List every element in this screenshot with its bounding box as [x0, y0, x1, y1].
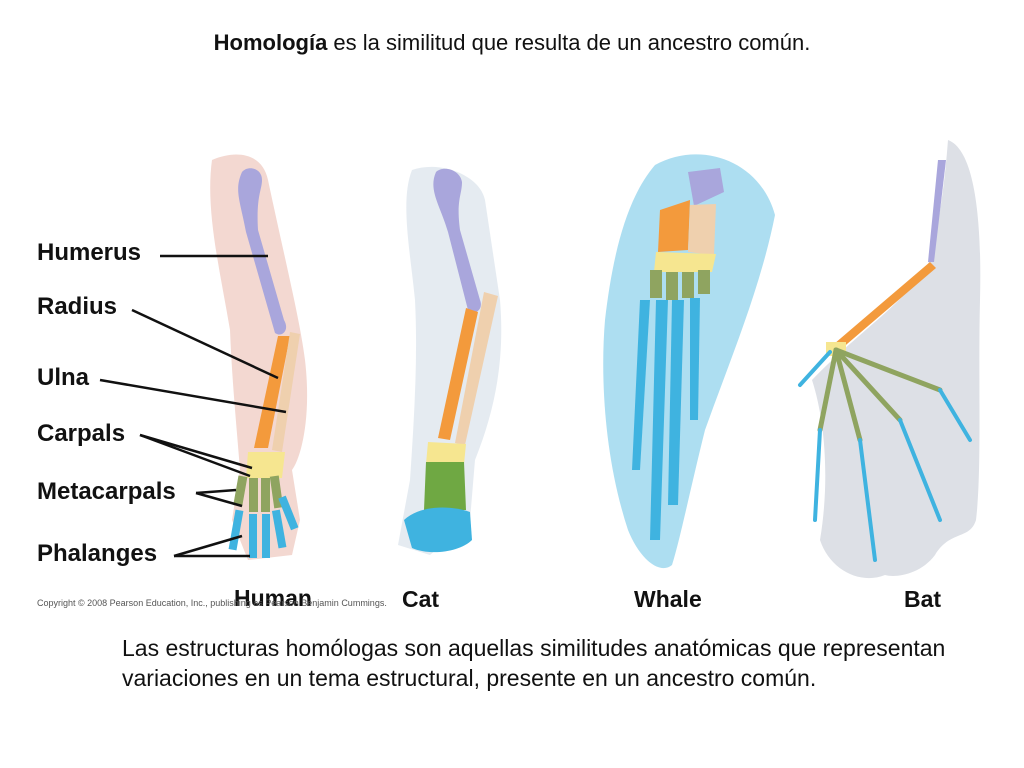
label-whale: Whale	[634, 586, 702, 612]
metacarpals-leader-2	[195, 491, 243, 508]
page-title: Homología es la similitud que resulta de…	[0, 30, 1024, 56]
cat-radius	[438, 308, 478, 440]
bat-metacarpals	[817, 347, 943, 443]
label-radius: Radius	[37, 293, 118, 320]
metacarpals-leader-1	[195, 488, 237, 495]
bat-radius	[834, 262, 936, 350]
human-carpals	[246, 452, 285, 478]
cat-leg-fur	[398, 166, 502, 556]
label-cat: Cat	[402, 586, 440, 612]
whale-humerus	[688, 168, 724, 206]
cat-ulna	[455, 292, 498, 445]
whale-flipper-skin	[603, 154, 775, 569]
human-arm	[210, 154, 308, 561]
bat-wing	[798, 140, 981, 579]
label-bat: Bat	[904, 586, 942, 612]
whale-metacarpals	[650, 270, 710, 300]
phalanges-leader-1	[173, 534, 243, 558]
bat-humerus	[928, 160, 946, 262]
cat-leg	[398, 166, 502, 556]
label-carpals: Carpals	[37, 420, 126, 447]
human-humerus	[238, 168, 287, 335]
whale-ulna	[688, 204, 716, 255]
human-radius	[254, 336, 290, 448]
title-rest: es la similitud que resulta de un ancest…	[327, 30, 811, 55]
bat-wing-membrane	[812, 140, 981, 579]
copyright-notice: Copyright © 2008 Pearson Education, Inc.…	[37, 598, 387, 608]
cat-phalanges	[404, 507, 472, 553]
cat-humerus	[433, 168, 481, 313]
carpals-leader-2	[139, 433, 251, 478]
whale-carpals	[654, 252, 716, 272]
label-human: Human	[234, 585, 312, 611]
whale-flipper	[603, 154, 775, 569]
ulna-leader	[99, 378, 287, 414]
bat-phalanges	[798, 350, 972, 562]
human-phalanges	[228, 495, 299, 558]
title-bold: Homología	[213, 30, 328, 55]
label-ulna: Ulna	[37, 364, 90, 391]
human-ulna	[272, 332, 300, 452]
cat-carpals	[426, 442, 466, 464]
caption-text: Las estructuras homólogas son aquellas s…	[122, 635, 946, 691]
leader-lines	[99, 254, 287, 558]
carpals-leader-1	[139, 433, 253, 470]
label-phalanges: Phalanges	[37, 540, 158, 567]
whale-radius	[658, 200, 690, 252]
label-metacarpals: Metacarpals	[37, 478, 176, 505]
whale-phalanges	[632, 298, 700, 540]
label-humerus: Humerus	[37, 239, 142, 266]
cat-metacarpals	[424, 462, 466, 510]
radius-leader	[131, 308, 279, 380]
